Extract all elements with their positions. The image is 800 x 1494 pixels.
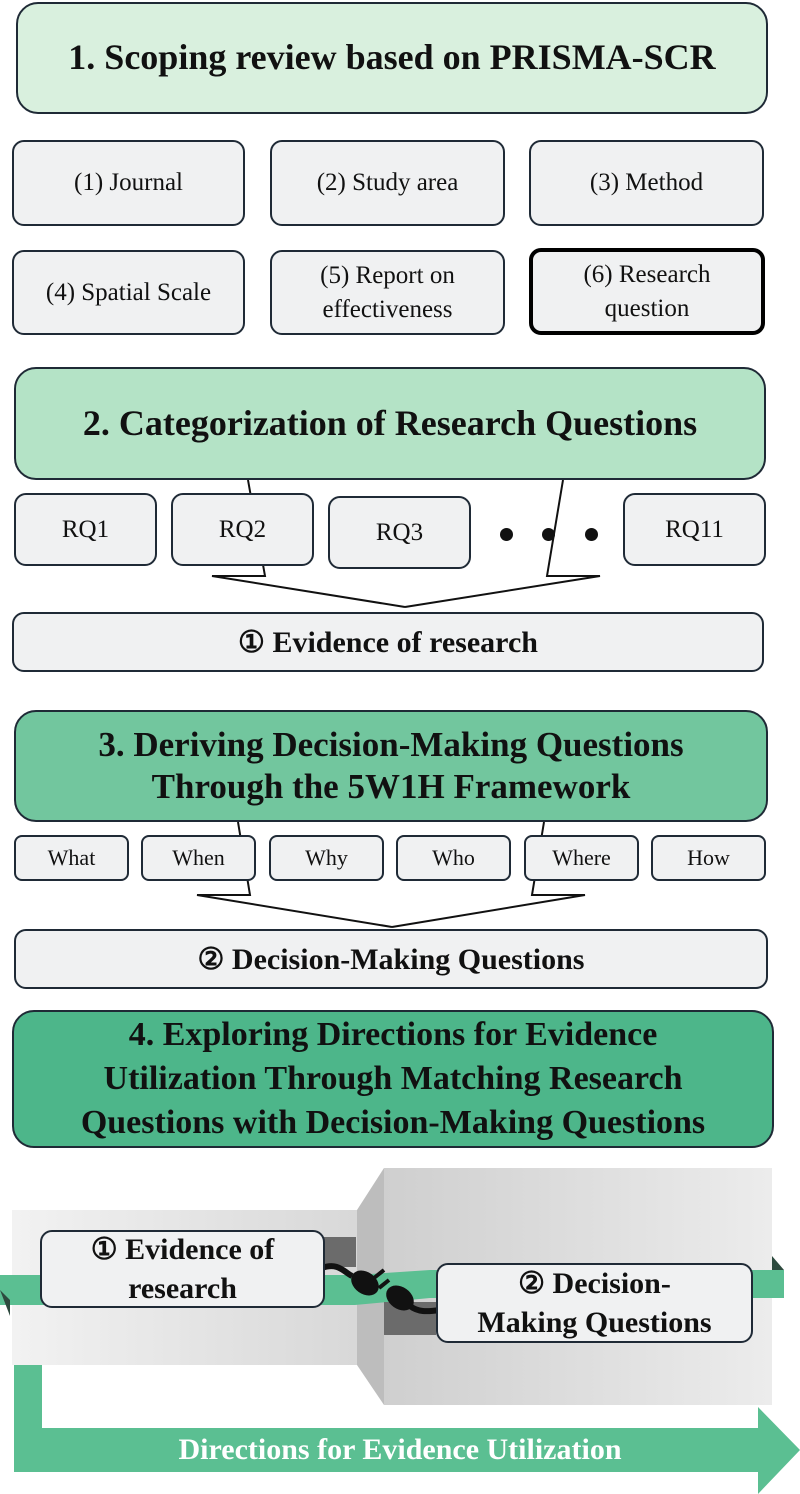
w-label-how: How <box>687 845 730 870</box>
item-method: (3) Method <box>529 140 764 226</box>
rq-funnel-right <box>404 479 601 608</box>
bottom-evidence-line1: ① Evidence of <box>90 1233 275 1266</box>
utilization-arrow <box>14 1365 800 1494</box>
left-socket-block <box>322 1237 356 1267</box>
decision-making-questions-label: ② Decision-Making Questions <box>197 942 585 976</box>
item-research-question: (6) Research question <box>529 248 765 335</box>
evidence-of-research-label: ① Evidence of research <box>238 625 538 659</box>
bottom-decision-line1: ② Decision- <box>518 1267 671 1300</box>
item-method-label: (3) Method <box>589 169 704 197</box>
band-right-tip <box>772 1256 784 1270</box>
step1-title: 1. Scoping review based on PRISMA-SCR <box>68 37 716 78</box>
item-research-question-label: (6) Research question <box>583 260 711 322</box>
step3-title-line2: Through the 5W1H Framework <box>151 767 631 806</box>
w-box-why: Why <box>269 835 384 881</box>
bottom-decision-line2: Making Questions <box>477 1306 712 1339</box>
w-label-who: Who <box>432 845 475 870</box>
step3-title-box: 3. Deriving Decision-Making Questions Th… <box>14 710 768 822</box>
rq-label-11: RQ11 <box>665 515 724 543</box>
w-label-where: Where <box>552 845 611 870</box>
step4-title-line1: 4. Exploring Directions for Evidence <box>128 1015 658 1053</box>
rq-box-1: RQ1 <box>14 493 157 566</box>
rq-box-11: RQ11 <box>623 493 766 566</box>
w-box-what: What <box>14 835 129 881</box>
bottom-evidence-line2: research <box>128 1272 237 1305</box>
w-label-when: When <box>172 845 225 870</box>
ellipsis-dot-1 <box>500 528 513 541</box>
step3-title-line1: 3. Deriving Decision-Making Questions <box>98 725 684 764</box>
w-label-what: What <box>47 845 96 870</box>
w-label-why: Why <box>305 845 348 870</box>
w-box-how: How <box>651 835 766 881</box>
rq-label-1: RQ1 <box>61 515 110 543</box>
bottom-evidence-box: ① Evidence of research <box>40 1230 325 1308</box>
band-left-tip <box>0 1290 10 1316</box>
w-box-who: Who <box>396 835 511 881</box>
item-study-area: (2) Study area <box>270 140 505 226</box>
ellipsis-dot-3 <box>585 528 598 541</box>
item-journal-label: (1) Journal <box>74 169 183 197</box>
step2-title-box: 2. Categorization of Research Questions <box>14 367 766 480</box>
w-box-where: Where <box>524 835 639 881</box>
item-spatial-scale: (4) Spatial Scale <box>12 250 245 335</box>
utilization-arrow-label: Directions for Evidence Utilization <box>178 1433 622 1466</box>
item-journal: (1) Journal <box>12 140 245 226</box>
rq-label-2: RQ2 <box>218 515 267 543</box>
bottom-decision-box: ② Decision- Making Questions <box>436 1263 753 1343</box>
item-report-effectiveness: (5) Report on effectiveness <box>270 250 505 335</box>
step4-title-line3: Questions with Decision-Making Questions <box>80 1104 706 1142</box>
rq-box-2: RQ2 <box>171 493 314 566</box>
step4-title-box: 4. Exploring Directions for Evidence Uti… <box>12 1010 774 1148</box>
item-report-effectiveness-label: (5) Report on effectiveness <box>320 261 455 323</box>
evidence-of-research-box: ① Evidence of research <box>12 612 764 672</box>
step2-title: 2. Categorization of Research Questions <box>82 402 698 443</box>
step4-title-line2: Utilization Through Matching Research <box>103 1059 683 1097</box>
ellipsis-dot-2 <box>542 528 555 541</box>
rq-box-3: RQ3 <box>328 496 471 569</box>
w-box-when: When <box>141 835 256 881</box>
item-study-area-label: (2) Study area <box>316 169 459 197</box>
item-spatial-scale-label: (4) Spatial Scale <box>45 278 212 306</box>
rq-label-3: RQ3 <box>375 518 424 546</box>
step1-title-box: 1. Scoping review based on PRISMA-SCR <box>16 2 768 114</box>
plug-icon <box>320 1263 441 1315</box>
decision-making-questions-box: ② Decision-Making Questions <box>14 929 768 989</box>
